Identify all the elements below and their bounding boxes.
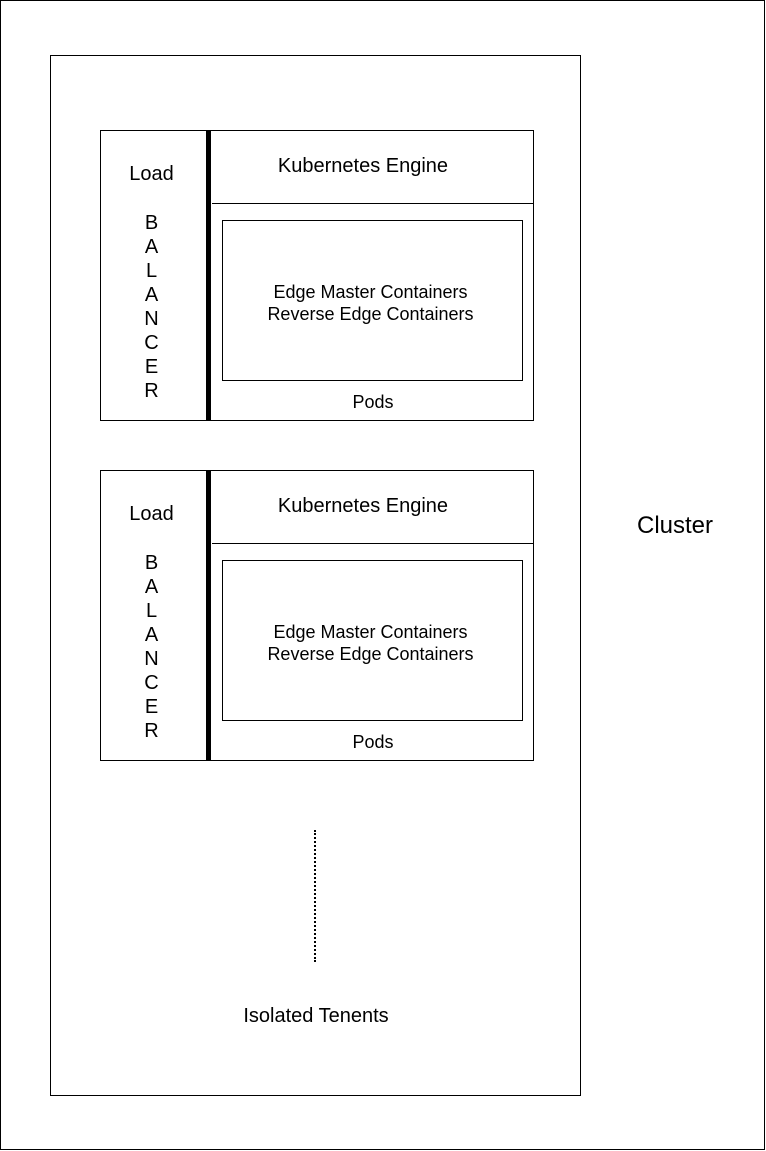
lb-letter: R [144, 720, 159, 742]
pods-box: Edge Master Containers Reverse Edge Cont… [222, 220, 523, 381]
load-balancer-1: Load B A L A N C E R [101, 131, 206, 420]
lb-letter: E [144, 696, 159, 718]
tenant-block-2: Load B A L A N C E R Kubernetes Engine E… [100, 470, 534, 761]
kubernetes-engine-label: Kubernetes Engine [277, 495, 449, 517]
engine-separator [212, 543, 534, 544]
lb-letter: L [145, 600, 158, 622]
lb-letter: A [144, 236, 159, 258]
load-balancer-divider [206, 131, 211, 421]
load-balancer-2: Load B A L A N C E R [101, 471, 206, 760]
containers-list: Edge Master Containers Reverse Edge Cont… [243, 281, 498, 325]
isolated-tenants-label: Isolated Tenents [243, 1005, 389, 1027]
tenant-block-1: Load B A L A N C E R Kubernetes Engine E… [100, 130, 534, 421]
lb-letter: N [144, 308, 159, 330]
container-label: Edge Master Containers [273, 622, 468, 642]
load-balancer-word: Load [129, 503, 174, 525]
lb-letter: C [144, 332, 159, 354]
lb-letter: L [145, 260, 158, 282]
load-balancer-word: Load [129, 163, 174, 185]
container-label: Reverse Edge Containers [267, 304, 474, 324]
containers-list: Edge Master Containers Reverse Edge Cont… [243, 621, 498, 665]
pods-label: Pods [352, 392, 394, 412]
load-balancer-letters: B A L A N C E R [101, 551, 202, 743]
kubernetes-engine-label: Kubernetes Engine [277, 155, 449, 177]
pods-label: Pods [352, 732, 394, 752]
cluster-label: Cluster [636, 512, 714, 539]
pods-box: Edge Master Containers Reverse Edge Cont… [222, 560, 523, 721]
container-label: Reverse Edge Containers [267, 644, 474, 664]
continuation-dots [314, 830, 316, 962]
lb-letter: N [144, 648, 159, 670]
container-label: Edge Master Containers [273, 282, 468, 302]
load-balancer-divider [206, 471, 211, 761]
isolated-tenants-container [50, 55, 581, 1096]
engine-separator [212, 203, 534, 204]
load-balancer-letters: B A L A N C E R [101, 211, 202, 403]
lb-letter: B [144, 212, 159, 234]
lb-letter: C [144, 672, 159, 694]
lb-letter: B [144, 552, 159, 574]
lb-letter: R [144, 380, 159, 402]
lb-letter: A [144, 576, 159, 598]
lb-letter: A [144, 284, 159, 306]
lb-letter: E [144, 356, 159, 378]
lb-letter: A [144, 624, 159, 646]
